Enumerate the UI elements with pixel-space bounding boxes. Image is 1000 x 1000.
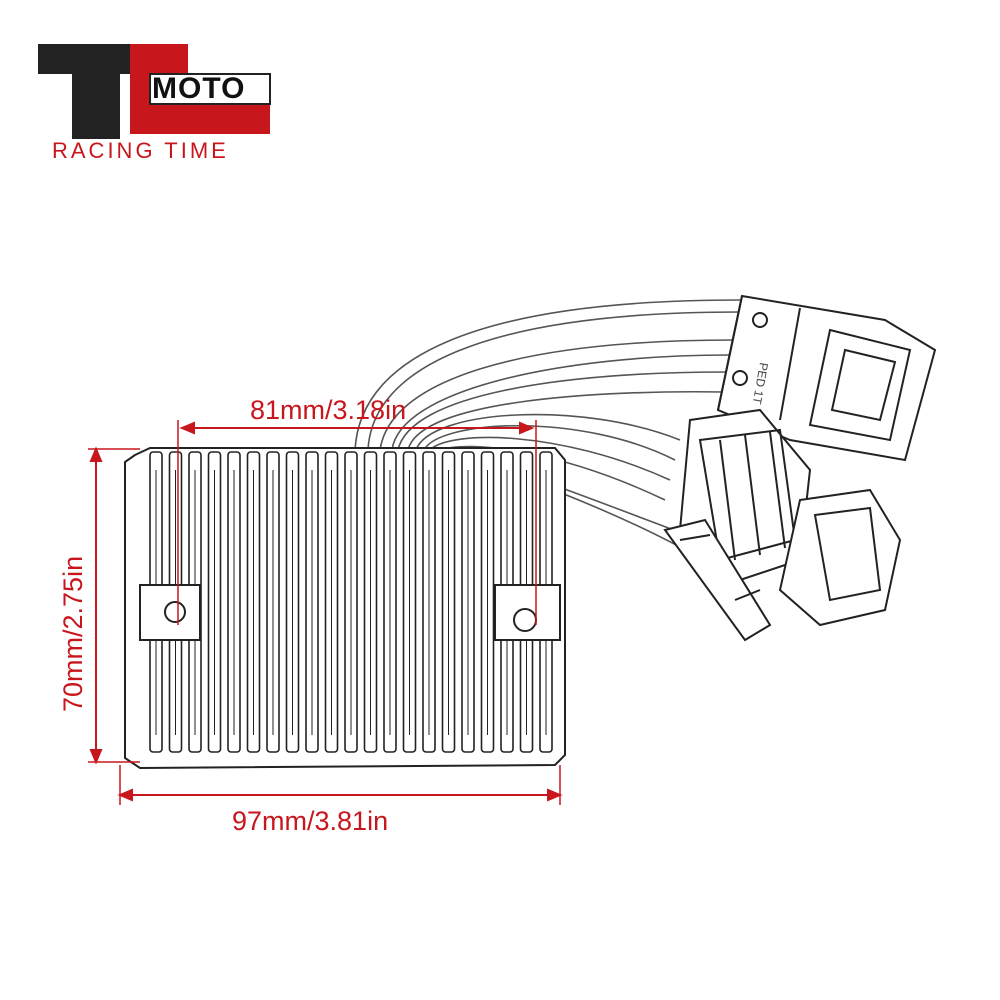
lower-connector-icon [678,408,902,627]
wire-bundle [354,299,741,571]
mounting-hole-left [164,601,186,623]
heatsink-fins [149,451,553,753]
spade-terminal-icon [663,518,772,642]
logo-brand-text: MOTO [152,72,246,105]
upper-connector-icon: PED 1T [716,294,937,462]
dimension-label-total-width: 97mm/3.81in [232,806,389,836]
dimension-label-hole-spacing: 81mm/3.18in [250,395,407,425]
logo-c-shape [130,44,270,134]
dimension-label-height: 70mm/2.75in [58,555,88,712]
logo-tagline: RACING TIME [52,138,229,163]
logo-t-stem [72,44,120,139]
brand-logo [38,44,271,139]
